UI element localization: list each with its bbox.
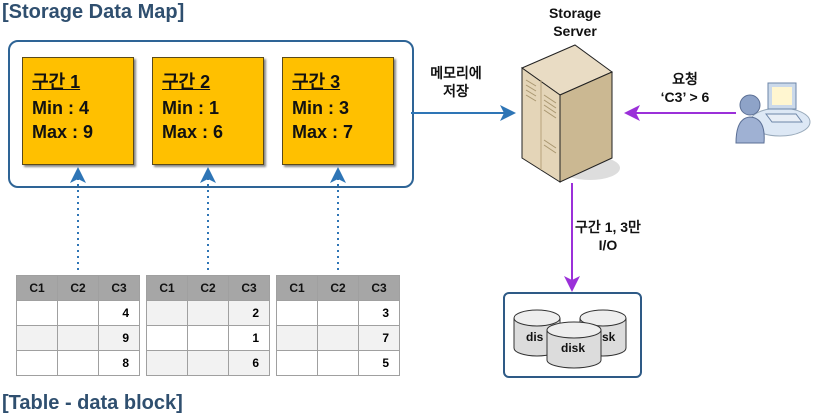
segment-max: Max : 9 bbox=[32, 122, 94, 142]
header-c1: C1 bbox=[16, 275, 58, 301]
memory-store-label: 메모리에 저장 bbox=[416, 64, 496, 100]
segment-max: Max : 7 bbox=[292, 122, 354, 142]
disk-storage-box bbox=[503, 292, 642, 378]
server-line-1: Storage bbox=[548, 5, 602, 21]
table-row: 1 bbox=[146, 325, 270, 351]
header-c2: C2 bbox=[317, 275, 359, 301]
io-line-1: 구간 1, 3만 bbox=[575, 219, 641, 235]
segment-name: 구간 3 bbox=[292, 72, 341, 92]
table-row: 2 bbox=[146, 300, 270, 326]
segment-3: 구간 3 Min : 3 Max : 7 bbox=[282, 57, 394, 165]
header-c3: C3 bbox=[98, 275, 140, 301]
segment-2: 구간 2 Min : 1 Max : 6 bbox=[152, 57, 264, 165]
storage-server-label: Storage Server bbox=[530, 4, 620, 40]
disk-label-right: sk bbox=[602, 330, 616, 344]
server-line-2: Server bbox=[553, 23, 597, 39]
table-data-block-title: [Table - data block] bbox=[2, 392, 183, 414]
table-row: 8 bbox=[16, 350, 140, 376]
request-line-1: 요청 bbox=[672, 71, 698, 87]
segment-min: Min : 1 bbox=[162, 98, 219, 118]
server-icon bbox=[520, 44, 620, 183]
segment-name: 구간 1 bbox=[32, 72, 81, 92]
table-row: 6 bbox=[146, 350, 270, 376]
table-row: 4 bbox=[16, 300, 140, 326]
table-row: 9 bbox=[16, 325, 140, 351]
cell-c3: 8 bbox=[98, 350, 140, 376]
io-line-2: I/O bbox=[598, 237, 618, 253]
cell-c3: 2 bbox=[228, 300, 270, 326]
segment-min: Min : 3 bbox=[292, 98, 349, 118]
cell-c3: 1 bbox=[228, 325, 270, 351]
disk-label-front: disk bbox=[561, 341, 586, 355]
header-c1: C1 bbox=[276, 275, 318, 301]
disk-label-left: dis bbox=[526, 330, 544, 344]
cell-c3: 4 bbox=[98, 300, 140, 326]
header-c2: C2 bbox=[57, 275, 99, 301]
header-c3: C3 bbox=[358, 275, 400, 301]
segment-1: 구간 1 Min : 4 Max : 9 bbox=[22, 57, 134, 165]
table-row: 5 bbox=[276, 350, 400, 376]
cell-c3: 6 bbox=[228, 350, 270, 376]
segment-min: Min : 4 bbox=[32, 98, 89, 118]
request-line-2: ‘C3’ > 6 bbox=[660, 89, 710, 105]
memory-line-2: 저장 bbox=[443, 83, 469, 99]
header-c2: C2 bbox=[187, 275, 229, 301]
table-row: 3 bbox=[276, 300, 400, 326]
cell-c3: 7 bbox=[358, 325, 400, 351]
user-computer-icon bbox=[735, 82, 811, 144]
cell-c3: 9 bbox=[98, 325, 140, 351]
storage-data-map-title: [Storage Data Map] bbox=[2, 1, 185, 23]
cell-c3: 5 bbox=[358, 350, 400, 376]
disk-stack-icon bbox=[513, 309, 627, 369]
header-c3: C3 bbox=[228, 275, 270, 301]
memory-line-1: 메모리에 bbox=[430, 65, 482, 81]
io-label: 구간 1, 3만 I/O bbox=[568, 218, 648, 254]
segment-name: 구간 2 bbox=[162, 72, 211, 92]
header-c1: C1 bbox=[146, 275, 188, 301]
request-label: 요청 ‘C3’ > 6 bbox=[640, 70, 730, 106]
segment-max: Max : 6 bbox=[162, 122, 224, 142]
table-row: 7 bbox=[276, 325, 400, 351]
cell-c3: 3 bbox=[358, 300, 400, 326]
